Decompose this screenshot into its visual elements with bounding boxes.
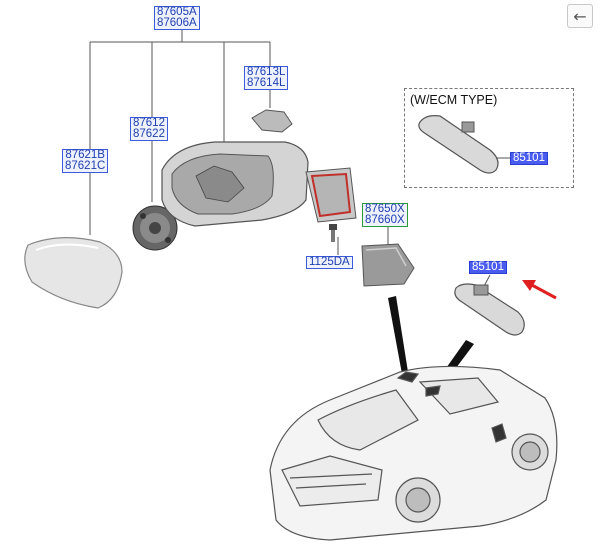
back-button[interactable]: ←	[567, 4, 593, 28]
callout-actuator-left: 87612	[133, 117, 165, 129]
callout-cover-left: 87613L	[247, 66, 286, 78]
callout-bolt[interactable]: 1125DA	[306, 256, 353, 269]
ecm-type-box	[404, 88, 574, 188]
callout-inside-mirror-label: 85101	[472, 261, 504, 273]
callout-inside-mirror-ecm[interactable]: 85101	[510, 152, 548, 165]
callout-glass-b: 87621B	[65, 149, 105, 161]
callout-mirror-assembly-right: 87606A	[157, 17, 197, 29]
arrow-left-icon: ←	[573, 6, 587, 26]
callout-garnish-right: 87660X	[365, 214, 405, 226]
callout-cover[interactable]: 87613L 87614L	[244, 66, 289, 90]
inside-mirror-ecm-part	[418, 115, 499, 174]
inside-mirror-part	[454, 283, 525, 336]
callout-glass[interactable]: 87621B 87621C	[62, 149, 109, 173]
ecm-type-title: (W/ECM TYPE)	[410, 93, 498, 107]
callout-inside-mirror[interactable]: 85101	[469, 261, 507, 274]
garnish-part	[361, 243, 415, 287]
callout-bolt-label: 1125DA	[309, 256, 350, 268]
mirror-glass	[24, 237, 123, 309]
callout-cover-right: 87614L	[247, 77, 286, 89]
red-arrow	[522, 280, 557, 300]
vehicle	[269, 365, 558, 541]
callout-garnish[interactable]: 87650X 87660X	[362, 203, 408, 227]
callout-glass-c: 87621C	[65, 160, 106, 172]
callout-garnish-left: 87650X	[365, 203, 405, 215]
mirror-actuator	[132, 205, 178, 251]
callout-actuator[interactable]: 87612 87622	[130, 117, 168, 141]
mirror-housing	[161, 141, 357, 227]
mirror-cover-part	[251, 109, 293, 133]
callout-actuator-right: 87622	[133, 128, 165, 140]
callout-mirror-assembly[interactable]: 87605A 87606A	[154, 6, 200, 30]
bolt-part	[329, 224, 337, 242]
callout-inside-mirror-ecm-label: 85101	[513, 152, 545, 164]
callout-mirror-assembly-left: 87605A	[157, 6, 197, 18]
